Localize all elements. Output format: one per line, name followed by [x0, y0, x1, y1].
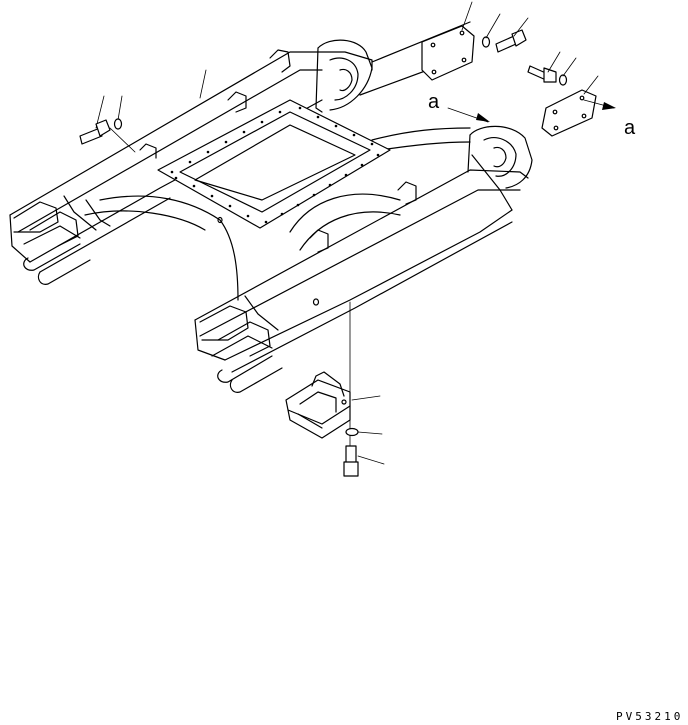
leader-lines-top	[95, 1, 599, 129]
bolt-guard	[343, 445, 359, 477]
bolt-upper	[495, 29, 527, 53]
cover-plate-lower	[541, 89, 597, 137]
bolt-left	[79, 119, 111, 145]
view-arrow-left: a	[428, 91, 490, 123]
washer-left	[113, 118, 123, 130]
cover-plate-upper	[421, 25, 475, 81]
bolt-lower-right	[527, 65, 557, 83]
drawing-code: PV53210	[616, 710, 683, 723]
track-frame	[9, 21, 533, 393]
leader-lines-guard	[351, 395, 385, 465]
view-label-right: a	[624, 117, 636, 139]
bolt-left-axis	[109, 127, 136, 153]
view-arrow-right: a	[583, 99, 636, 139]
view-label-left: a	[428, 91, 440, 113]
washer-lower-right	[558, 74, 568, 86]
washer-upper	[481, 36, 491, 48]
bolt-hole-pattern	[170, 106, 380, 224]
track-guard-bracket	[285, 371, 351, 439]
washer-guard	[345, 427, 359, 437]
